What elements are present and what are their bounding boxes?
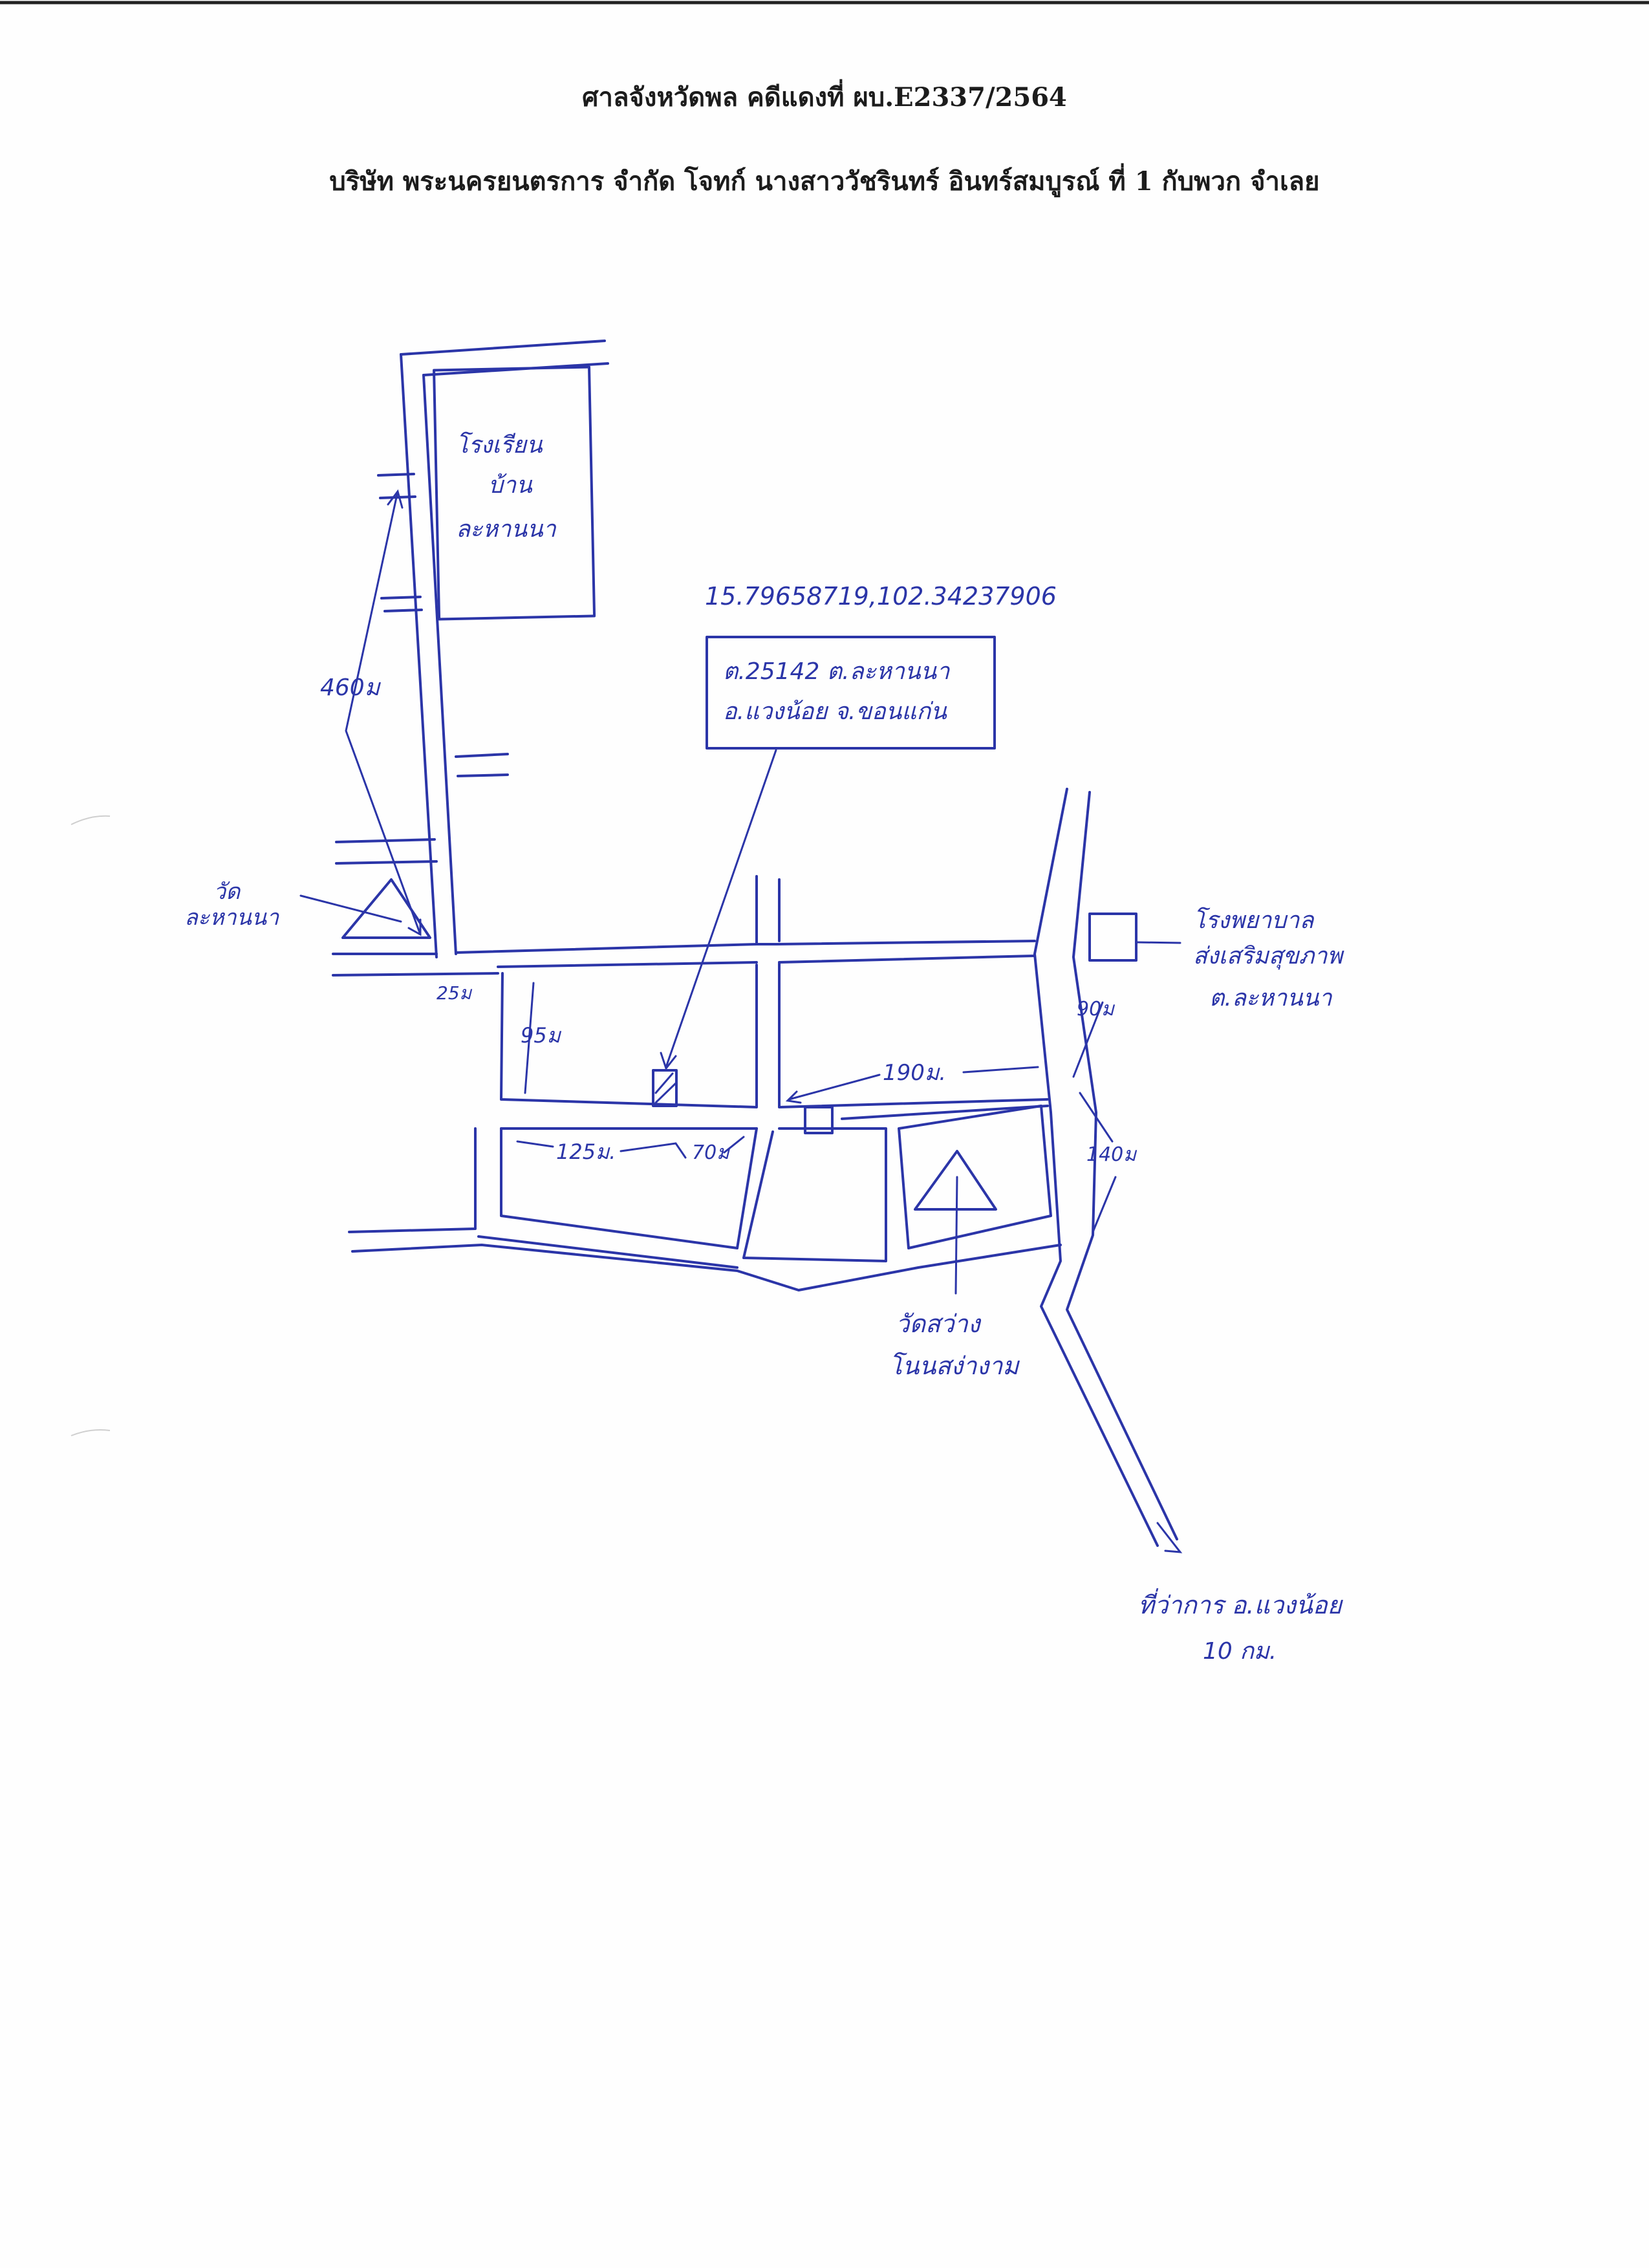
parcel-hatch	[654, 1072, 677, 1104]
temple-sawang-pointer	[954, 1176, 958, 1295]
address-pointer-line	[665, 749, 777, 1068]
destination-label-1: ที่ว่าการ อ.แวงน้อย	[1138, 1588, 1344, 1619]
distance-125-70-arrows	[516, 1136, 745, 1159]
distance-25-label: 25ม	[436, 982, 473, 1004]
address-box	[706, 636, 996, 750]
parties-title: บริษัท พระนครยนตรการ จำกัด โจทก์ นางสาวว…	[329, 166, 1320, 197]
destination-arrowhead	[1156, 1522, 1183, 1553]
address-line-1: ต.25142 ต.ละหานนา	[723, 658, 951, 685]
road-northwest-vertical	[400, 340, 609, 958]
temple-lahanna-label-2: ละหานนา	[184, 905, 279, 931]
distance-190-label: 190ม.	[883, 1060, 946, 1086]
location-marker-square	[804, 1106, 834, 1134]
road-side-stubs	[335, 473, 509, 865]
distance-95-label: 95ม	[521, 1023, 562, 1048]
school-northwest-label-3: ละหานนา	[456, 516, 557, 543]
distance-125-label: 125ม.	[556, 1139, 616, 1164]
address-line-2: อ.แวงน้อย จ.ขอนแก่น	[723, 698, 947, 725]
road-center-spur	[755, 875, 781, 945]
distance-70-label: 70ม	[692, 1141, 731, 1164]
distance-140-label: 140ม	[1086, 1143, 1137, 1166]
distance-140-arrow	[1079, 1092, 1117, 1233]
school-northwest-label-1: โรงเรียน	[456, 431, 543, 459]
road-east-diagonal	[1033, 788, 1178, 1547]
distance-460-arrow	[345, 490, 422, 936]
temple-lahanna-triangle	[341, 878, 431, 939]
road-main-horizontal	[332, 940, 1036, 977]
scan-mark	[70, 1429, 111, 1436]
distance-95-arrow	[524, 982, 535, 1094]
school-northwest-label-2: บ้าน	[488, 472, 533, 499]
destination-label-2: 10 กม.	[1203, 1638, 1277, 1665]
temple-lahanna-pointer	[299, 894, 402, 923]
distance-190-arrow	[788, 1066, 1039, 1101]
hospital-label-3: ต.ละหานนา	[1209, 985, 1333, 1011]
hospital-label-2: ส่งเสริมสุขภาพ	[1193, 943, 1344, 970]
distance-90-arrow	[1072, 1001, 1104, 1078]
hospital-east-box	[1088, 913, 1137, 962]
school-northwest-rect	[433, 365, 596, 621]
arrowhead	[785, 1090, 802, 1104]
subject-parcel	[652, 1069, 678, 1107]
court-case-title: ศาลจังหวัดพล คดีแดงที่ ผบ.E2337/2564	[582, 82, 1067, 113]
hospital-pointer	[1135, 941, 1181, 944]
temple-sawang-triangle	[914, 1150, 997, 1211]
distance-460-label: 460ม	[320, 675, 382, 701]
temple-lahanna-label-1: วัด	[213, 879, 241, 905]
block-grid	[348, 962, 1062, 1291]
distance-90-label: 90ม	[1077, 998, 1116, 1021]
arrowhead	[387, 489, 404, 509]
temple-sawang-label-1: วัดสว่าง	[896, 1310, 982, 1338]
hospital-label-1: โรงพยาบาล	[1193, 907, 1315, 934]
arrowhead	[660, 1052, 677, 1071]
temple-sawang-label-2: โนนสง่างาม	[889, 1352, 1020, 1380]
coordinates-label: 15.79658719,102.34237906	[705, 582, 1057, 610]
scan-mark	[70, 815, 111, 825]
